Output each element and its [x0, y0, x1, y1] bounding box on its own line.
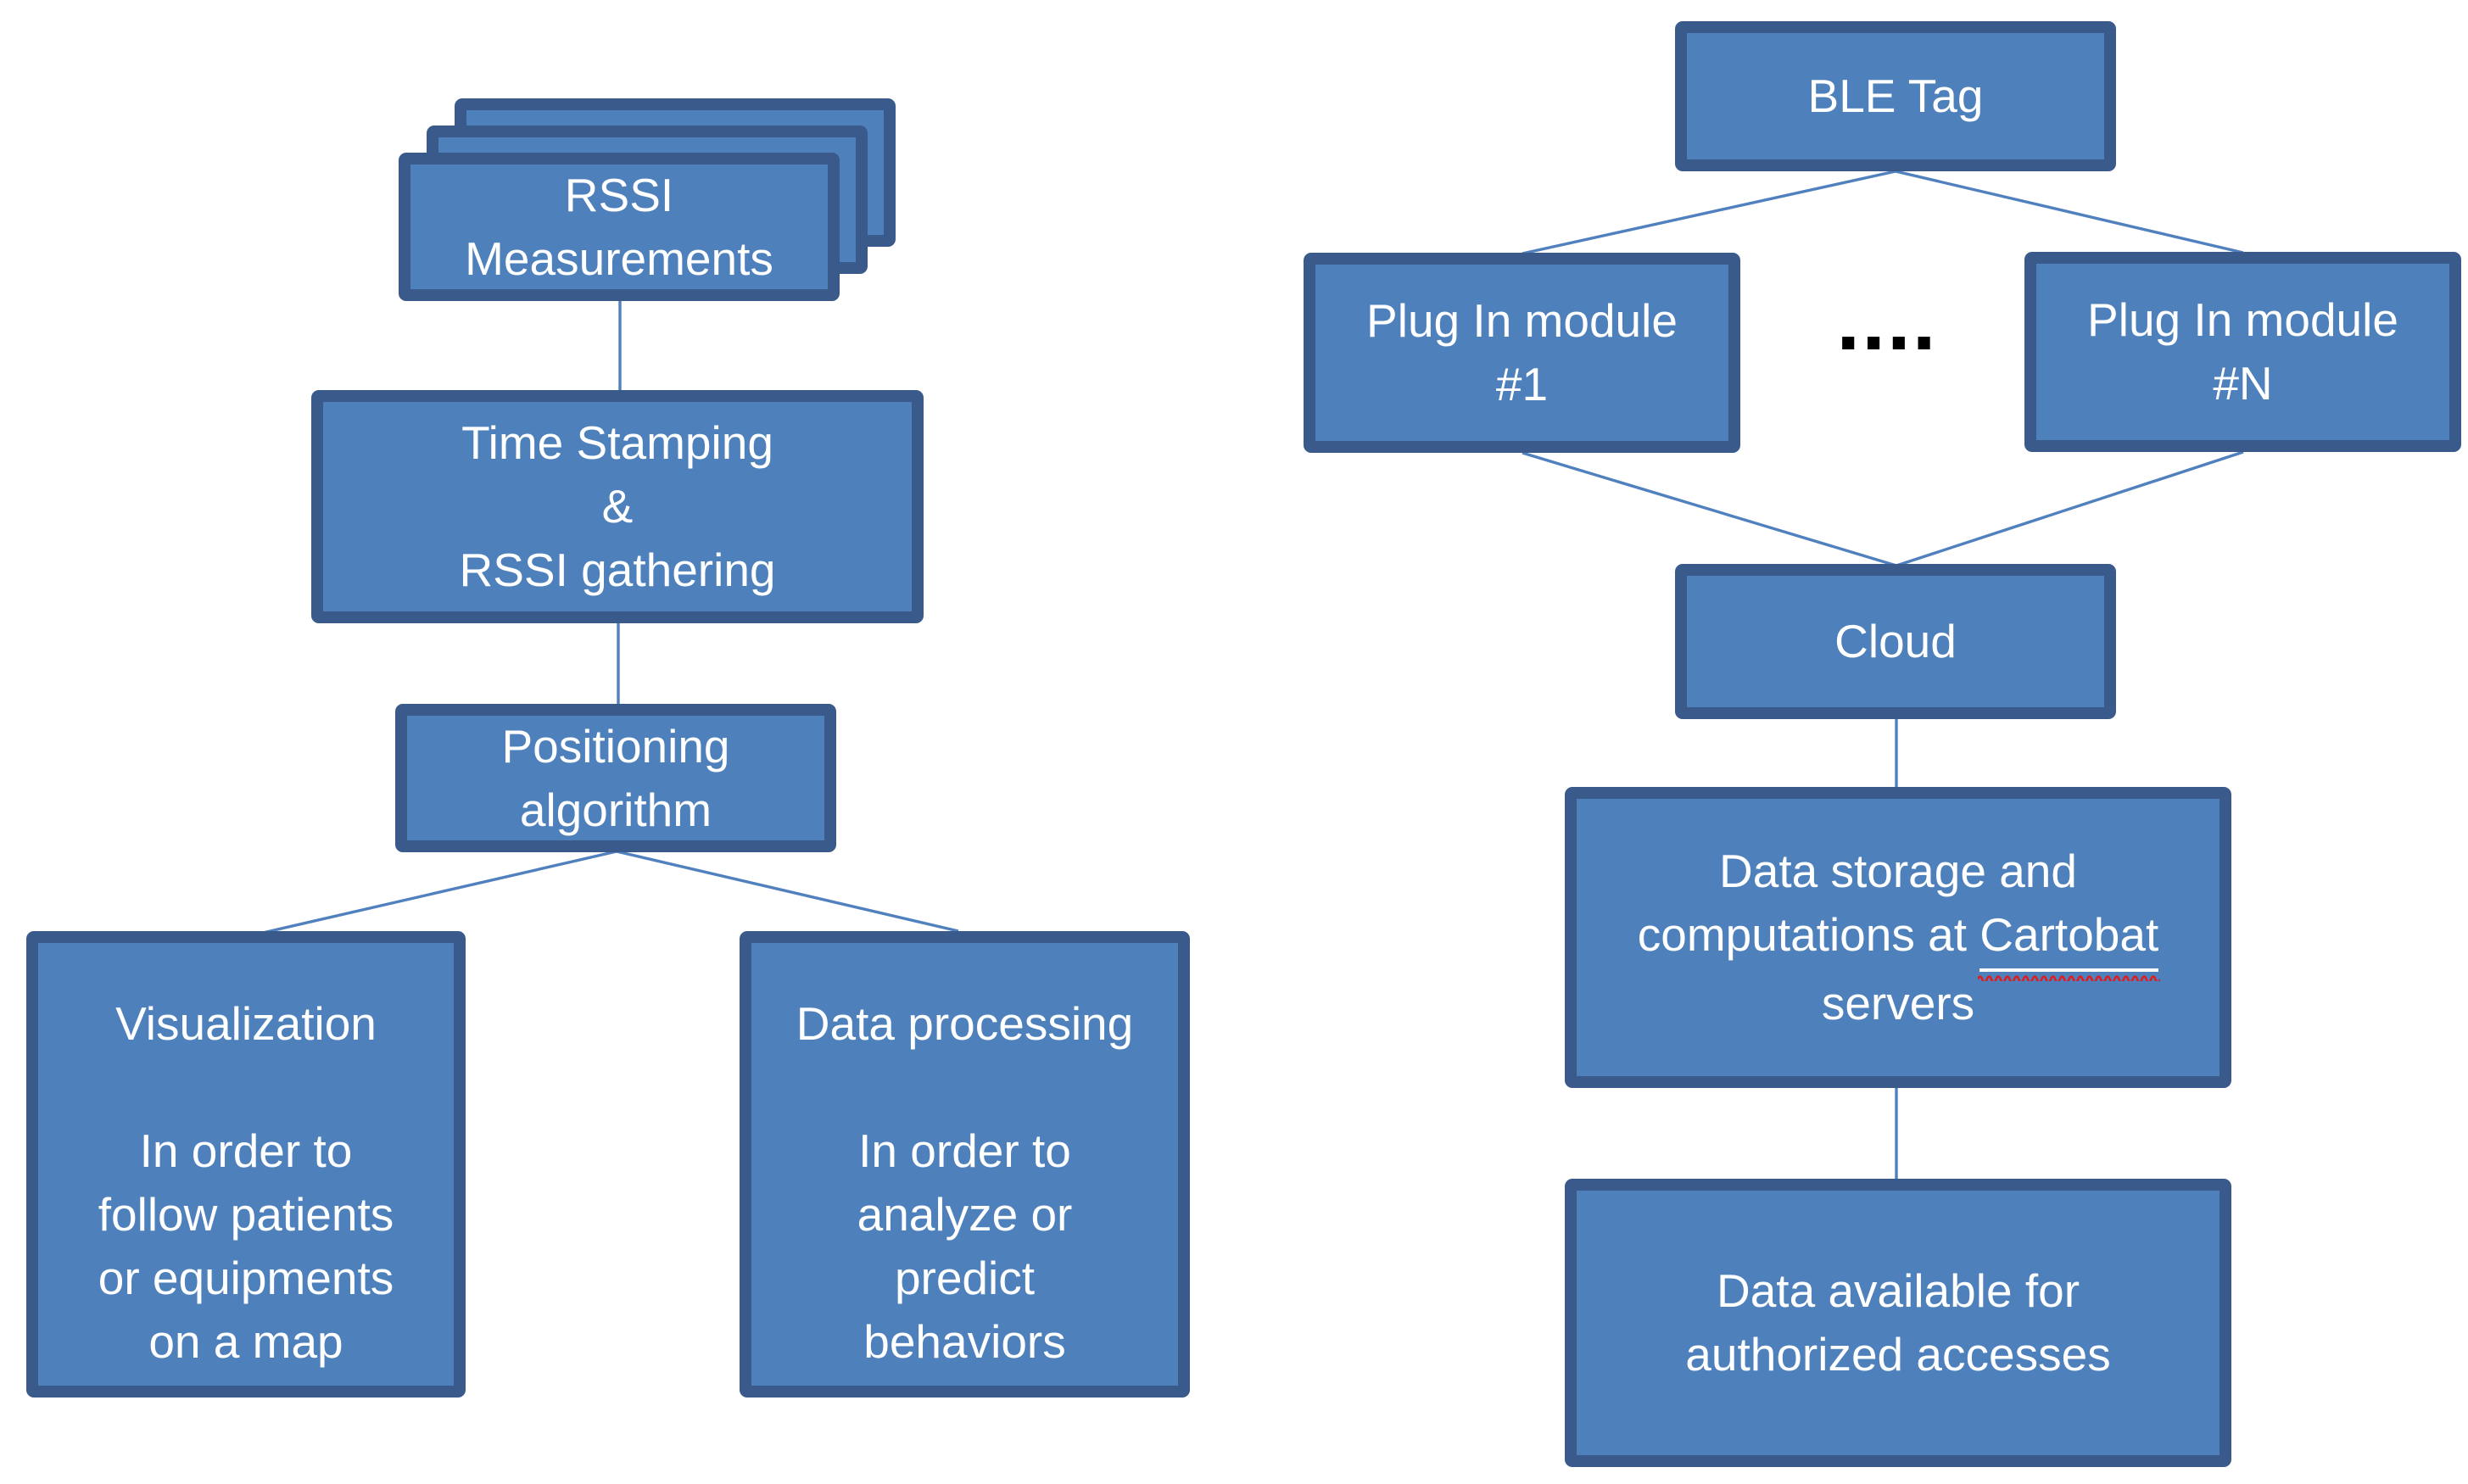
connector-bletag-to-pluginn — [1895, 170, 2244, 254]
data-storage-line2-prefix: computations at — [1637, 908, 1980, 961]
visualization-title: Visualization — [115, 997, 377, 1050]
visualization-box: Visualization In order to follow patient… — [26, 931, 466, 1398]
connector-plugin1-to-cloud — [1522, 451, 1897, 567]
data-storage-line3: servers — [1821, 977, 1975, 1029]
connector-pluginn-to-cloud — [1896, 450, 2244, 567]
data-storage-cartobat-text: Cartobat — [1979, 908, 2159, 961]
data-processing-box: Data processing In order to analyze or p… — [740, 931, 1190, 1398]
ble-tag-box: BLE Tag — [1675, 21, 2116, 171]
rssi-measurements-label: RSSI Measurements — [465, 168, 773, 285]
connector-positioning-to-visualization — [262, 850, 617, 934]
plugin-module-1-box: Plug In module #1 — [1304, 253, 1740, 453]
spellcheck-squiggle-icon — [1978, 975, 2161, 981]
data-storage-box: Data storage and computations at Cartoba… — [1565, 787, 2231, 1088]
data-processing-title: Data processing — [796, 997, 1134, 1050]
plugin-module-n-box: Plug In module #N — [2024, 252, 2461, 452]
data-available-box: Data available for authorized accesses — [1565, 1179, 2231, 1467]
ellipsis-dots: .... — [1836, 273, 1938, 368]
time-stamping-label: Time Stamping & RSSI gathering — [459, 416, 776, 596]
rssi-measurements-box: RSSI Measurements — [399, 153, 840, 301]
data-processing-body: In order to analyze or predict behaviors — [857, 1124, 1073, 1368]
connector-positioning-to-dataprocessing — [616, 850, 959, 933]
cloud-box: Cloud — [1675, 564, 2116, 719]
plugin-module-n-label: Plug In module #N — [2087, 293, 2398, 410]
data-available-label: Data available for authorized accesses — [1685, 1264, 2111, 1381]
connector-bletag-to-plugin1 — [1522, 170, 1896, 255]
data-storage-cartobat-word: Cartobat — [1978, 903, 2161, 981]
cloud-label: Cloud — [1834, 615, 1957, 667]
data-storage-line1: Data storage and — [1719, 845, 2077, 897]
visualization-body: In order to follow patients or equipment… — [98, 1124, 394, 1368]
time-stamping-box: Time Stamping & RSSI gathering — [311, 390, 924, 623]
data-storage-line2: computations at Cartobat — [1637, 903, 2161, 981]
positioning-algorithm-label: Positioning algorithm — [501, 719, 730, 836]
ble-tag-label: BLE Tag — [1807, 70, 1984, 122]
plugin-module-1-label: Plug In module #1 — [1366, 294, 1678, 410]
positioning-algorithm-box: Positioning algorithm — [395, 704, 836, 852]
